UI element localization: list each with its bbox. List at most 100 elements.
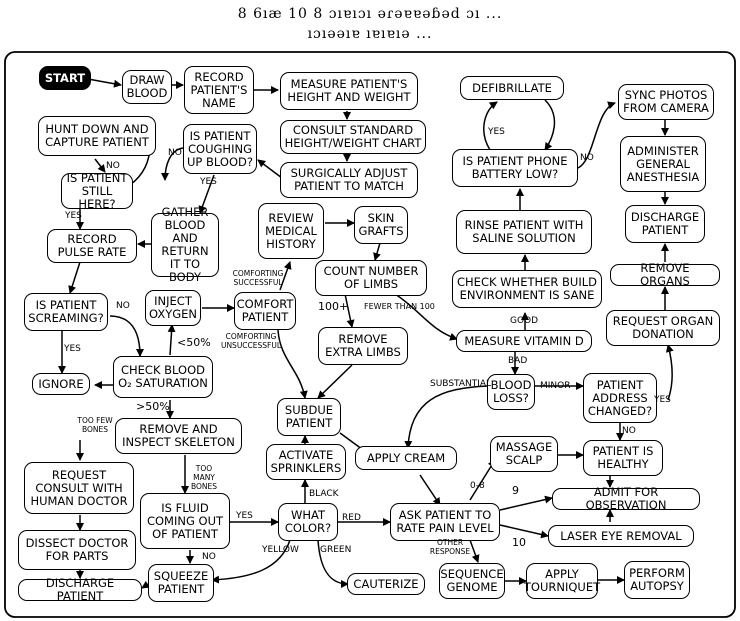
node-activate-sprinklers: ACTIVATE SPRINKLERS [266,444,346,480]
node-defibrillate: DEFIBRILLATE [460,76,564,100]
node-tourniquet: APPLY TOURNIQUET [524,563,600,599]
node-review-history: REVIEW MEDICAL HISTORY [258,203,324,259]
arrow-cream-pain [419,474,441,506]
label-red: RED [342,513,361,523]
node-discharge-right: DISCHARGE PATIENT [625,205,705,243]
label-gt50: >50% [136,400,170,413]
arrow-check-inject [167,324,176,356]
label-yellow: YELLOW [262,545,299,555]
node-consult-chart: CONSULT STANDARD HEIGHT/WEIGHT CHART [280,120,426,154]
node-gather-blood: GATHER BLOOD AND RETURN IT TO BODY [151,206,219,284]
arrow-comfort-subdue [277,329,308,399]
title-line-1: 8 6ıæ 10 8 ɔıɐıɔı ǝɾǝɐɐǝɓǝd ɔı ... [237,6,503,22]
arrow-defib-phone [544,99,556,151]
label-minor: MINOR [540,381,571,391]
label-bad: BAD [508,356,528,366]
node-hunt-down: HUNT DOWN AND CAPTURE PATIENT [38,116,156,156]
label-still-yes: YES [65,211,82,221]
diagram-border [4,51,736,618]
arrow-color-yellow [211,539,291,584]
node-blood-loss: BLOOD LOSS? [487,374,535,410]
label-fluid-yes: YES [236,511,253,521]
label-too-many-bones: TOO MANY BONES [190,464,218,491]
node-phone-battery: IS PATIENT PHONE BATTERY LOW? [452,149,578,187]
title-line-2: ıɔıǝǝıɐ ıɐıɐıǝ ... [307,26,433,42]
node-healthy: PATIENT IS HEALTHY [583,440,663,476]
arrow-count-vitd [394,293,458,341]
arrow-hunt-still [94,158,106,173]
node-rinse: RINSE PATIENT WITH SALINE SOLUTION [456,210,592,254]
label-black: BLACK [309,489,339,499]
node-anesthesia: ADMINISTER GENERAL ANESTHESIA [620,136,706,192]
arrow-screaming-no [109,315,144,357]
node-check-build: CHECK WHETHER BUILD ENVIRONMENT IS SANE [452,270,602,308]
node-measure-height-weight: MEASURE PATIENT'S HEIGHT AND WEIGHT [280,72,418,110]
node-admit: ADMIT FOR OBSERVATION [552,486,700,512]
label-fluid-no: NO [202,552,216,562]
label-good: GOOD [510,316,539,326]
node-dissect: DISSECT DOCTOR FOR PARTS [18,530,136,570]
label-lt50: <50% [177,336,211,349]
node-draw-blood: DRAW BLOOD [122,70,172,104]
label-comforting-successful: COMFORTING SUCCESSFUL [232,269,284,287]
node-subdue: SUBDUE PATIENT [277,398,341,436]
arrow-blood-substantial [404,385,489,449]
node-inject-oxygen: INJECT OXYGEN [145,290,201,326]
node-autopsy: PERFORM AUTOPSY [624,561,690,599]
label-address-no: NO [622,426,636,436]
node-comfort: COMFORT PATIENT [234,292,296,330]
node-cauterize: CAUTERIZE [347,573,425,595]
label-substantial: SUBSTANTIAL [430,379,492,389]
arrow-remove-subdue [317,364,353,399]
node-laser: LASER EYE REMOVAL [548,525,694,547]
arrow-comfort-review [279,261,292,291]
node-count-limbs: COUNT NUMBER OF LIMBS [315,260,427,296]
arrow-address-yes [665,344,674,401]
arrow-coughing-yes [198,174,215,214]
node-address-changed: PATIENT ADDRESS CHANGED? [583,373,657,423]
node-organ-donation: REQUEST ORGAN DONATION [606,310,720,346]
arrow-count-remove [344,293,355,328]
label-100plus: 100+ [318,300,349,313]
node-screaming: IS PATIENT SCREAMING? [24,293,108,331]
arrow-skin-count [373,242,381,261]
flow-arrows [58,78,674,589]
node-discharge-left: DISCHARGE PATIENT [18,577,142,603]
node-pain-level: ASK PATIENT TO RATE PAIN LEVEL [390,503,500,541]
node-record-pulse: RECORD PULSE RATE [47,229,137,263]
node-sequence: SEQUENCE GENOME [439,563,505,599]
node-surgically-adjust: SURGICALLY ADJUST PATIENT TO MATCH [280,162,418,198]
label-phone-no: NO [580,153,594,163]
node-coughing: IS PATIENT COUGHING UP BLOOD? [183,124,257,174]
arrow-record-screaming [68,261,81,294]
label-pain-0-8: 0-8 [470,481,485,491]
label-screaming-yes: YES [64,344,81,354]
node-still-here: IS PATIENT STILL HERE? [61,171,133,210]
arrow-phone-no [577,101,616,169]
arrow-pain-admit [499,495,553,511]
node-check-o2: CHECK BLOOD O₂ SATURATION [113,356,213,398]
node-request-consult: REQUEST CONSULT WITH HUMAN DOCTOR [24,462,134,514]
node-measure-vitd: MEASURE VITAMIN D [456,330,592,352]
arrow-pain-laser [499,524,549,539]
node-sync-photos: SYNC PHOTOS FROM CAMERA [618,84,714,120]
arrow-coughing-no [161,147,184,181]
node-what-color: WHAT COLOR? [278,503,338,541]
label-green: GREEN [320,545,352,555]
node-apply-cream: APPLY CREAM [355,446,457,470]
label-pain-9: 9 [512,484,519,497]
arrow-start-draw [87,78,122,88]
label-address-yes: YES [654,395,671,405]
label-too-few-bones: TOO FEW BONES [77,416,113,434]
label-still-no: NO [106,161,120,171]
arrow-phone-yes [483,101,498,151]
label-phone-yes: YES [488,127,505,137]
label-comforting-unsuccessful: COMFORTING UNSUCCESSFUL [220,332,282,350]
arrow-color-green [317,539,349,588]
node-remove-limbs: REMOVE EXTRA LIMBS [318,327,408,365]
node-massage: MASSAGE SCALP [490,436,558,472]
node-start: START [39,66,91,90]
label-screaming-no: NO [116,301,130,311]
node-skin-grafts: SKIN GRAFTS [354,206,408,244]
